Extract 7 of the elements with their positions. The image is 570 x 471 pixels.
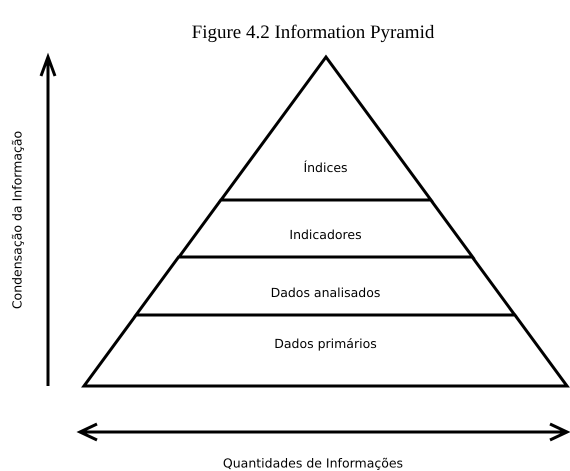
axis-label: Quantidades de Informações [222, 456, 404, 470]
axis-label: Condensação da Informação [10, 130, 24, 310]
figure-title: Figure 4.2 Information Pyramid [192, 22, 434, 44]
level-label: Dados analisados [270, 285, 382, 301]
level-label: Indicadores [288, 227, 363, 243]
level-label: Dados primários [273, 336, 378, 352]
level-label: Índices [302, 160, 349, 176]
